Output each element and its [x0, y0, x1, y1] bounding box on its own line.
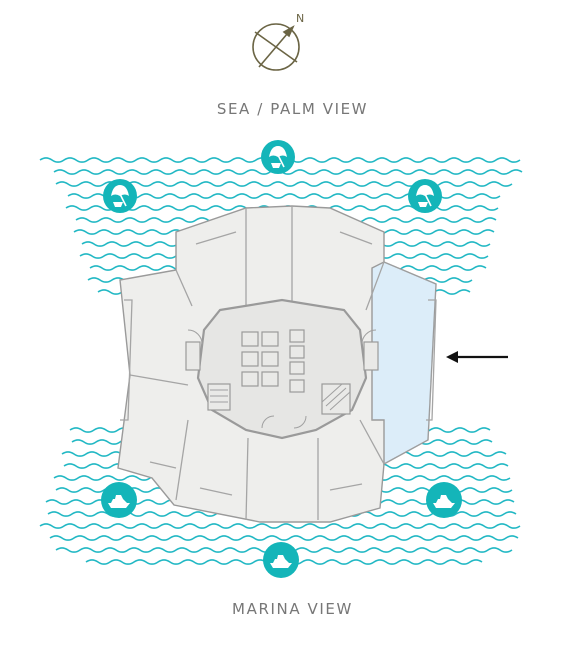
floor-plate	[117, 205, 437, 523]
beach-umbrella-icon	[408, 179, 442, 213]
beach-umbrella-icon	[261, 140, 295, 174]
wave-line	[39, 523, 521, 529]
compass-icon: N	[252, 12, 304, 71]
yacht-icon	[263, 542, 299, 578]
marina-view-label: MARINA VIEW	[232, 600, 353, 618]
yacht-icon	[426, 482, 462, 518]
wave-line	[53, 169, 523, 175]
unit-pointer-arrow	[446, 351, 508, 363]
wave-line	[49, 535, 519, 541]
beach-umbrella-icon	[103, 179, 137, 213]
building-core	[196, 298, 368, 440]
compass-north-letter: N	[296, 12, 304, 25]
yacht-icon	[101, 482, 137, 518]
sea-palm-view-label: SEA / PALM VIEW	[216, 100, 369, 118]
